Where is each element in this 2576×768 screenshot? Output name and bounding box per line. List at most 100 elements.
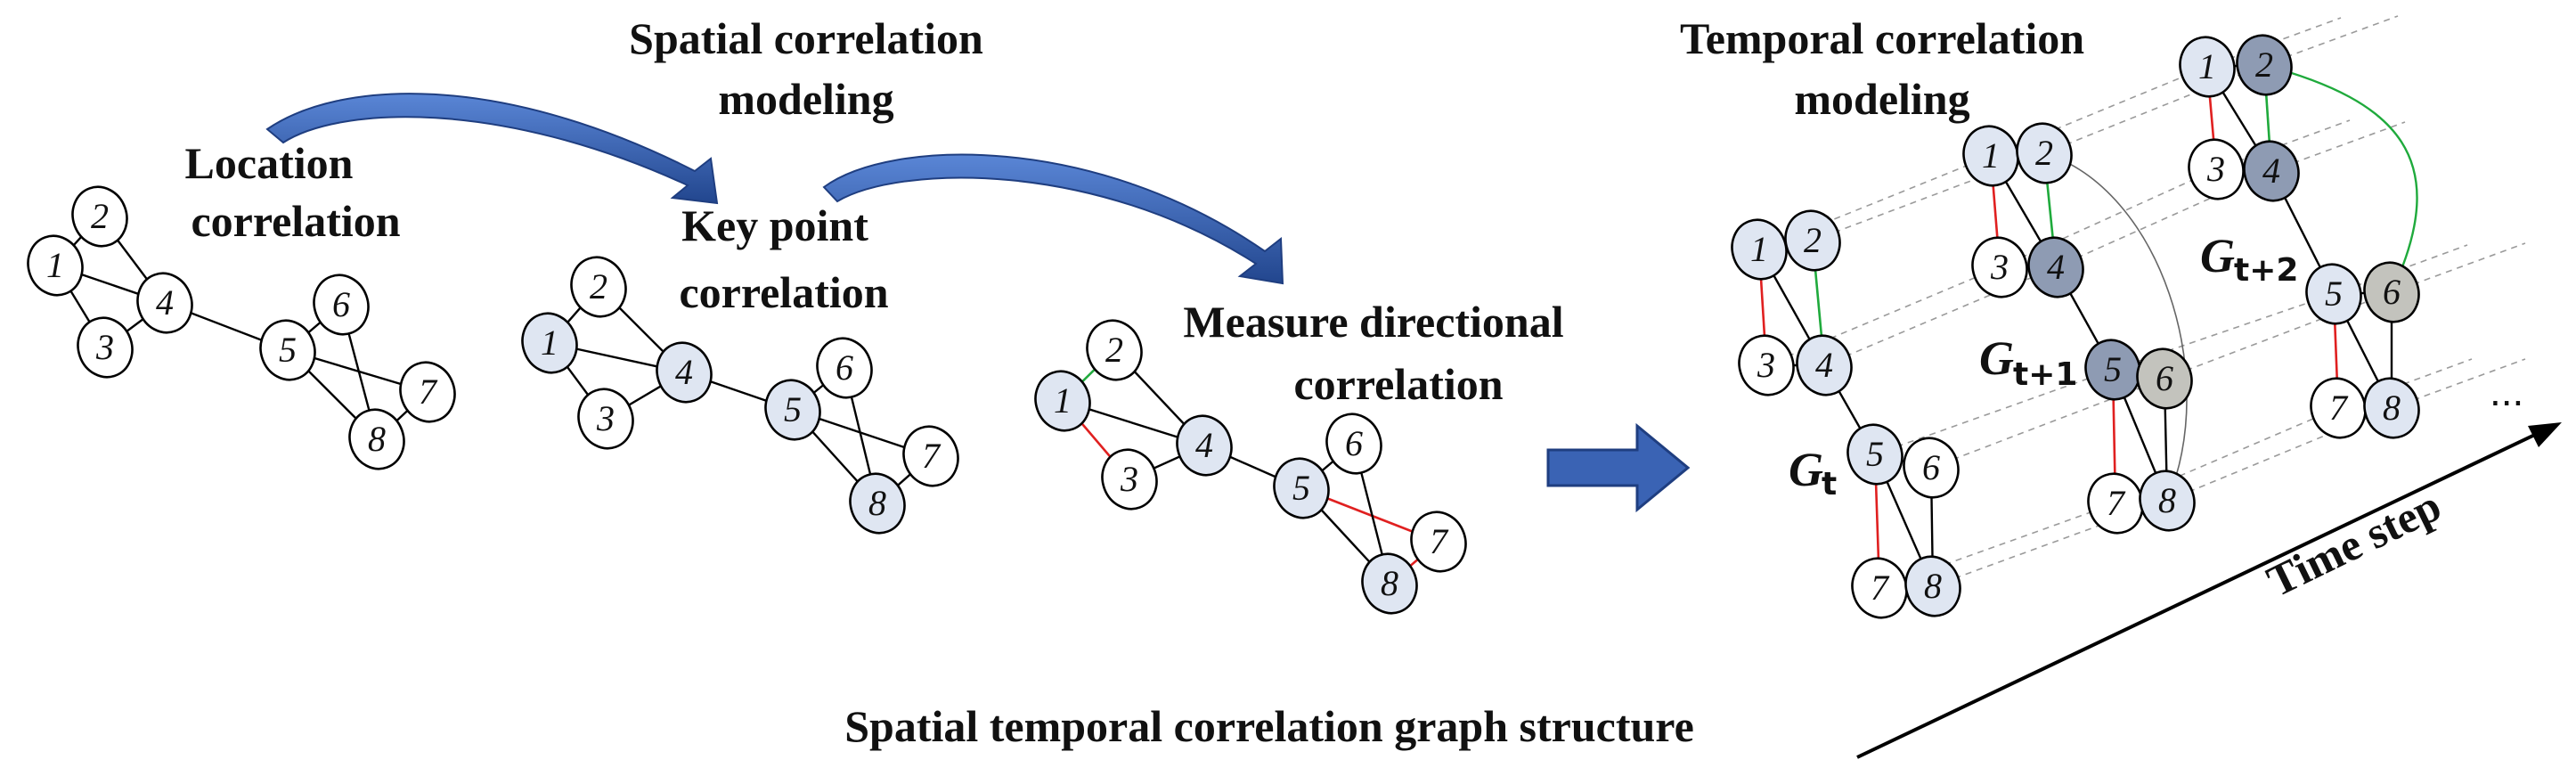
- directional-graph-node-label: 4: [1195, 425, 1213, 465]
- graph-t2-node-label: 7: [2329, 388, 2349, 428]
- graph-t-node-label: 7: [1871, 568, 1890, 608]
- graph-t1-node-1: 1: [1962, 125, 2019, 187]
- keypoint-label-line2: correlation: [679, 267, 888, 317]
- continuation-ellipsis: ...: [2490, 368, 2523, 414]
- graph-label-gt: G t: [1789, 443, 1837, 502]
- directional-graph-node-2: 2: [1086, 319, 1143, 381]
- graph-label-gt2: G t+2: [2200, 229, 2298, 289]
- graph-t1-node-label: 2: [2035, 133, 2053, 173]
- directional-graph-node-label: 8: [1381, 563, 1398, 603]
- location-graph-node-7: 7: [399, 361, 456, 423]
- location-graph-node-1: 1: [27, 234, 84, 297]
- time-axis: [1856, 422, 2562, 759]
- graph-t-node-label: 1: [1750, 229, 1768, 269]
- graph-t2-node-5: 5: [2305, 263, 2362, 325]
- location-graph-node-6: 6: [313, 274, 370, 336]
- keypoint-graph-node-7: 7: [902, 425, 959, 487]
- location-label-line2: correlation: [191, 196, 400, 246]
- graph-t2-node-label: 2: [2255, 45, 2273, 85]
- svg-text:t: t: [1822, 466, 1837, 502]
- location-graph-node-label: 7: [419, 372, 438, 412]
- location-graph-node-label: 5: [279, 330, 297, 370]
- location-graph-node-3: 3: [77, 316, 134, 379]
- time-axis-label: Time step: [2259, 480, 2448, 607]
- graph-t2-node-label: 5: [2325, 274, 2343, 314]
- location-graph-node-4: 4: [136, 272, 193, 334]
- keypoint-graph-node-label: 1: [541, 323, 558, 363]
- temporal-title-line1: Temporal correlation: [1680, 13, 2084, 63]
- keypoint-graph-node-4: 4: [656, 341, 713, 404]
- directional-graph-node-label: 2: [1105, 330, 1123, 370]
- graph-t1-node-3: 3: [1971, 236, 2028, 298]
- svg-text:t+2: t+2: [2234, 252, 2298, 289]
- directional-graph-node-label: 5: [1292, 468, 1310, 508]
- temporal-link-edge: [2055, 170, 2272, 268]
- keypoint-graph-node-6: 6: [816, 337, 873, 399]
- location-graph-node-label: 8: [368, 419, 386, 459]
- graph-t1-node-label: 4: [2047, 247, 2065, 287]
- keypoint-graph-node-5: 5: [764, 379, 821, 441]
- graph-t1-node-6: 6: [2136, 347, 2193, 410]
- keypoint-graph-node-label: 7: [922, 436, 942, 476]
- graph-t-node-label: 3: [1757, 345, 1775, 385]
- spatial-title-line1: Spatial correlation: [629, 13, 983, 63]
- svg-text:G: G: [1979, 331, 2014, 385]
- directional-graph-node-3: 3: [1101, 448, 1158, 511]
- temporal-title-line2: modeling: [1794, 74, 1969, 124]
- graph-t2-node-4: 4: [2243, 140, 2300, 202]
- curved-arrow-1-icon: [265, 93, 719, 205]
- location-graph-node-label: 3: [95, 327, 114, 367]
- spatial-title-line2: modeling: [718, 74, 893, 124]
- graph-t-node-1: 1: [1731, 218, 1788, 281]
- keypoint-graph-node-1: 1: [521, 312, 578, 374]
- keypoint-graph-node-label: 5: [784, 389, 802, 429]
- graph-t1-node-label: 8: [2158, 480, 2176, 520]
- graph-t1-node-label: 5: [2104, 349, 2122, 389]
- graph-t1-node-4: 4: [2027, 236, 2084, 298]
- temporal-link-edge: [1879, 502, 2116, 589]
- keypoint-graph-node-label: 4: [675, 352, 693, 392]
- graph-t2-node-6: 6: [2363, 261, 2420, 323]
- graph-t-node-label: 2: [1804, 220, 1822, 260]
- graph-t-node-6: 6: [1903, 437, 1960, 499]
- svg-text:G: G: [1789, 443, 1823, 496]
- graph-t-node-4: 4: [1796, 334, 1853, 396]
- keypoint-graph-node-label: 3: [596, 398, 615, 438]
- graph-t-node-7: 7: [1851, 557, 1908, 619]
- graph-t1-node-2: 2: [2016, 122, 2073, 184]
- directional-graph-node-1: 1: [1034, 370, 1091, 432]
- graph-t-node-label: 6: [1922, 447, 1940, 487]
- graph-t2-node-label: 6: [2383, 272, 2401, 312]
- directional-graph-node-6: 6: [1325, 413, 1382, 475]
- location-label-line1: Location: [185, 138, 354, 188]
- keypoint-graph-node-label: 6: [836, 347, 853, 388]
- location-graph-node-label: 1: [46, 245, 64, 285]
- keypoint-graph-node-3: 3: [577, 388, 634, 450]
- graph-t2-node-3: 3: [2188, 138, 2245, 200]
- directional-graph-node-label: 7: [1430, 521, 1449, 561]
- graph-label-gt1: G t+1: [1979, 331, 2077, 393]
- directional-graph-node-8: 8: [1361, 552, 1418, 615]
- directional-graph-node-label: 6: [1345, 423, 1363, 463]
- location-graph-node-8: 8: [348, 408, 405, 470]
- directional-label-line1: Measure directional: [1183, 297, 1563, 347]
- graph-t1-node-label: 6: [2156, 358, 2173, 398]
- directional-label-line2: correlation: [1293, 359, 1503, 409]
- graph-t2-node-8: 8: [2363, 377, 2420, 439]
- temporal-link-edge: [1765, 266, 2001, 366]
- directional-graph-node-5: 5: [1273, 457, 1330, 519]
- graph-t1-node-8: 8: [2139, 470, 2196, 532]
- curved-arrow-2-icon: [822, 153, 1284, 285]
- graph-t1-node-5: 5: [2084, 339, 2141, 401]
- directional-graph-node-label: 3: [1120, 459, 1138, 499]
- directional-graph-node-label: 1: [1054, 380, 1072, 421]
- transition-arrow-icon: [1546, 422, 1691, 513]
- graph-t-node-8: 8: [1904, 555, 1961, 617]
- long-range-edge: [2043, 152, 2188, 502]
- graph-t2-node-2: 2: [2236, 34, 2293, 96]
- keypoint-graph-node-2: 2: [570, 256, 627, 318]
- long-range-edge: [2263, 63, 2418, 293]
- graph-t2-node-1: 1: [2179, 36, 2236, 98]
- directional-graph-node-7: 7: [1410, 511, 1467, 573]
